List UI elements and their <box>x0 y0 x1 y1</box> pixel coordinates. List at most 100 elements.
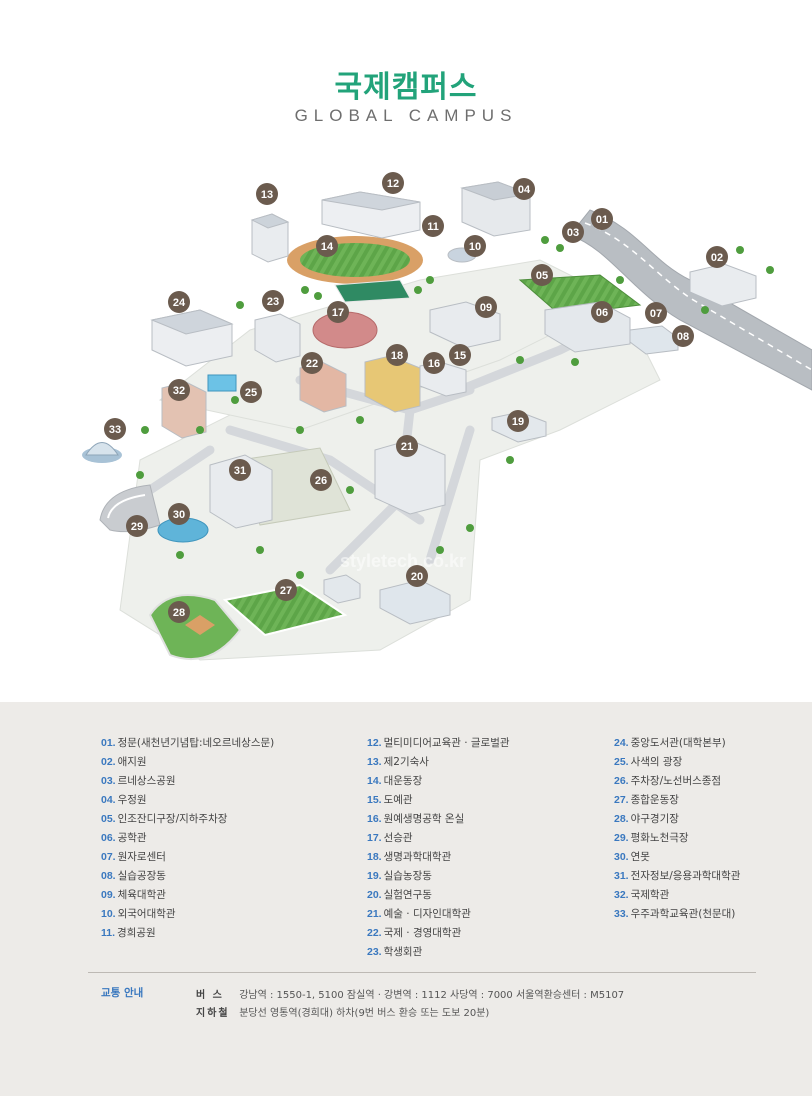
divider <box>88 972 756 973</box>
legend-item: 13.제2기숙사 <box>367 756 429 768</box>
map-marker-23[interactable]: 23 <box>262 290 284 312</box>
map-marker-label: 12 <box>387 178 399 190</box>
map-marker-label: 30 <box>173 509 185 521</box>
legend-item: 19.실습농장동 <box>367 870 432 882</box>
location-markers: 01 02 03 04 05 06 07 08 09 10 11 12 13 1… <box>104 172 728 623</box>
map-marker-32[interactable]: 32 <box>168 379 190 401</box>
map-marker-label: 18 <box>391 350 403 362</box>
map-marker-14[interactable]: 14 <box>316 235 338 257</box>
watermark-text: styletech.co.kr <box>340 551 466 571</box>
map-marker-label: 26 <box>315 475 327 487</box>
map-marker-label: 13 <box>261 189 273 201</box>
legend-item: 29.평화노천극장 <box>614 832 689 844</box>
bus-info: 버 스 강남역 : 1550-1, 5100 잠실역 · 강변역 : 1112 … <box>196 986 624 1001</box>
map-marker-label: 10 <box>469 241 481 253</box>
legend-item: 30.연못 <box>614 851 650 863</box>
legend-item: 22.국제 · 경영대학관 <box>367 927 462 939</box>
legend-item: 28.야구경기장 <box>614 813 679 825</box>
legend-item: 23.학생회관 <box>367 946 423 958</box>
map-marker-27[interactable]: 27 <box>275 579 297 601</box>
map-marker-24[interactable]: 24 <box>168 291 190 313</box>
map-marker-08[interactable]: 08 <box>672 325 694 347</box>
legend-column-3: 24.중앙도서관(대학본부) 25.사색의 광장 26.주차장/노선버스종점 2… <box>614 734 740 924</box>
map-marker-label: 16 <box>428 358 440 370</box>
map-marker-label: 11 <box>427 221 439 233</box>
map-marker-25[interactable]: 25 <box>240 381 262 403</box>
legend-item: 25.사색의 광장 <box>614 756 683 768</box>
map-marker-label: 02 <box>711 252 723 264</box>
map-marker-label: 33 <box>109 424 121 436</box>
legend-item: 16.원예생명공학 온실 <box>367 813 465 825</box>
map-marker-18[interactable]: 18 <box>386 344 408 366</box>
legend-item: 27.종합운동장 <box>614 794 679 806</box>
map-marker-07[interactable]: 07 <box>645 302 667 324</box>
map-marker-11[interactable]: 11 <box>422 215 444 237</box>
map-marker-label: 07 <box>650 308 662 320</box>
map-marker-label: 21 <box>401 441 413 453</box>
map-marker-label: 23 <box>267 296 279 308</box>
map-marker-label: 09 <box>480 302 492 314</box>
map-marker-17[interactable]: 17 <box>327 301 349 323</box>
map-marker-label: 15 <box>454 350 466 362</box>
legend-item: 07.원자로센터 <box>101 851 166 863</box>
map-marker-21[interactable]: 21 <box>396 435 418 457</box>
observatory <box>82 442 122 463</box>
map-marker-label: 20 <box>411 571 423 583</box>
map-marker-label: 24 <box>173 297 186 309</box>
map-marker-13[interactable]: 13 <box>256 183 278 205</box>
legend-item: 24.중앙도서관(대학본부) <box>614 737 726 749</box>
plaza-pool <box>207 374 237 392</box>
campus-map: styletech.co.kr 01 02 03 04 05 06 07 08 … <box>0 130 812 702</box>
map-marker-label: 14 <box>321 241 334 253</box>
map-marker-05[interactable]: 05 <box>531 264 553 286</box>
map-marker-15[interactable]: 15 <box>449 344 471 366</box>
bus-label: 버 스 <box>196 990 224 1001</box>
legend-item: 33.우주과학교육관(천문대) <box>614 908 736 920</box>
legend-item: 15.도예관 <box>367 794 413 806</box>
legend-column-2: 12.멀티미디어교육관 · 글로벌관 13.제2기숙사 14.대운동장 15.도… <box>367 734 510 962</box>
legend-item: 09.체육대학관 <box>101 889 166 901</box>
legend-item: 14.대운동장 <box>367 775 423 787</box>
map-marker-31[interactable]: 31 <box>229 459 251 481</box>
legend-item: 18.생명과학대학관 <box>367 851 452 863</box>
map-marker-33[interactable]: 33 <box>104 418 126 440</box>
map-marker-label: 31 <box>234 465 246 477</box>
map-marker-label: 19 <box>512 416 524 428</box>
traffic-info-label: 교통 안내 <box>101 987 144 999</box>
map-marker-20[interactable]: 20 <box>406 565 428 587</box>
map-marker-label: 22 <box>306 358 318 370</box>
legend-item: 04.우정원 <box>101 794 147 806</box>
map-marker-02[interactable]: 02 <box>706 246 728 268</box>
map-marker-label: 08 <box>677 331 689 343</box>
legend-item: 05.인조잔디구장/지하주차장 <box>101 813 228 825</box>
legend-item: 20.실험연구동 <box>367 889 432 901</box>
map-marker-01[interactable]: 01 <box>591 208 613 230</box>
map-marker-label: 32 <box>173 385 185 397</box>
map-marker-22[interactable]: 22 <box>301 352 323 374</box>
legend-panel: 01.정문(새천년기념탑:네오르네상스문) 02.애지원 03.르네상스공원 0… <box>0 702 812 1096</box>
map-marker-30[interactable]: 30 <box>168 503 190 525</box>
legend-item: 11.경희공원 <box>101 927 156 939</box>
map-marker-28[interactable]: 28 <box>168 601 190 623</box>
map-marker-label: 25 <box>245 387 257 399</box>
map-marker-26[interactable]: 26 <box>310 469 332 491</box>
legend-item: 02.애지원 <box>101 756 147 768</box>
map-marker-03[interactable]: 03 <box>562 221 584 243</box>
map-marker-06[interactable]: 06 <box>591 301 613 323</box>
legend-item: 08.실습공장동 <box>101 870 166 882</box>
map-marker-label: 05 <box>536 270 548 282</box>
map-marker-04[interactable]: 04 <box>513 178 535 200</box>
map-marker-19[interactable]: 19 <box>507 410 529 432</box>
legend-item: 21.예술 · 디자인대학관 <box>367 908 471 920</box>
legend-item: 32.국제학관 <box>614 889 670 901</box>
legend-item: 12.멀티미디어교육관 · 글로벌관 <box>367 737 510 749</box>
subway-text: 분당선 영통역(경희대) 하차(9번 버스 환승 또는 도보 20분) <box>239 1008 490 1019</box>
map-marker-12[interactable]: 12 <box>382 172 404 194</box>
map-marker-09[interactable]: 09 <box>475 296 497 318</box>
map-marker-29[interactable]: 29 <box>126 515 148 537</box>
road-line <box>584 222 812 371</box>
subway-label: 지하철 <box>196 1008 230 1019</box>
map-marker-16[interactable]: 16 <box>423 352 445 374</box>
page-subtitle: GLOBAL CAMPUS <box>294 106 518 125</box>
map-marker-10[interactable]: 10 <box>464 235 486 257</box>
